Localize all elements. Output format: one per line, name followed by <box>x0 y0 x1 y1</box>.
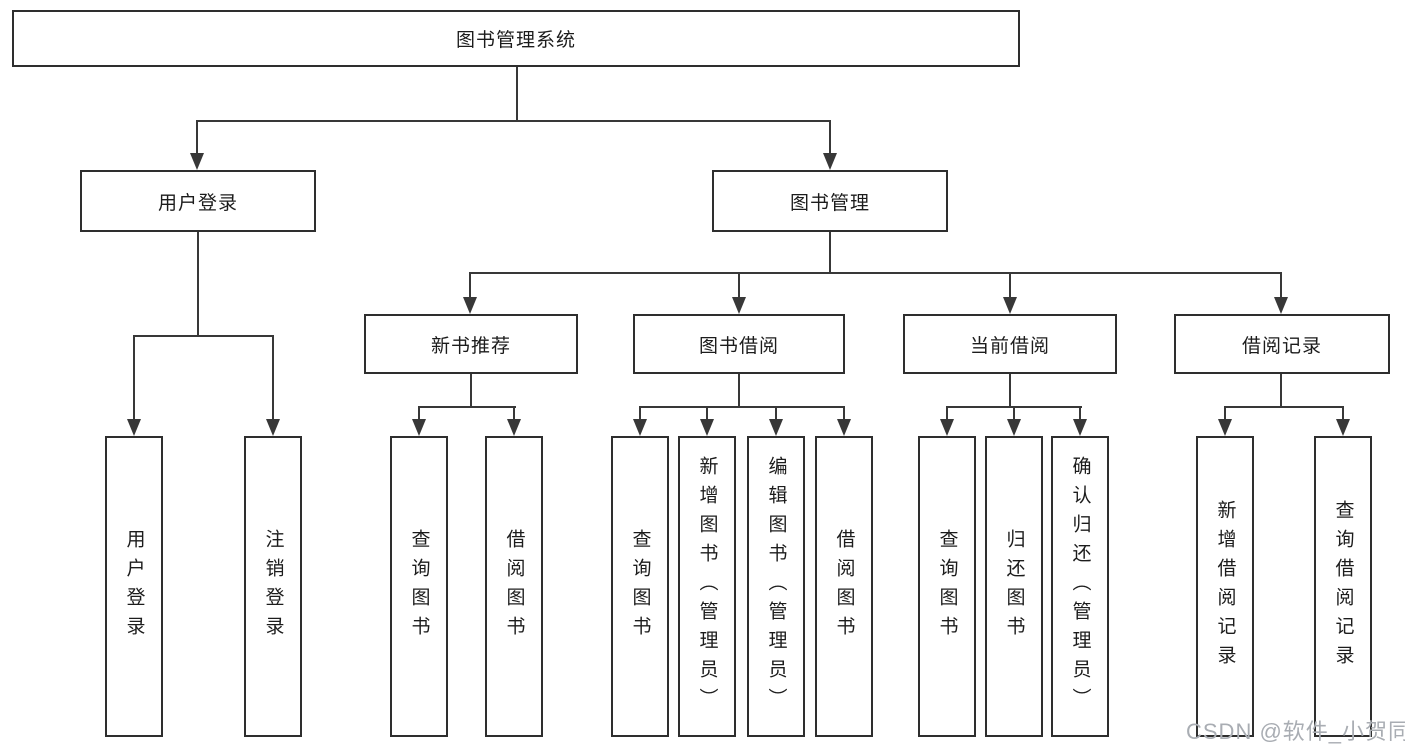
connector-line <box>196 120 831 122</box>
connector-line <box>469 272 1282 274</box>
leaf-query-books-current-label: 查询图书 <box>936 528 958 645</box>
leaf-edit-books-admin: 编辑图书（管理员） <box>747 436 805 737</box>
arrowhead <box>700 419 714 436</box>
leaf-add-books-admin: 新增图书（管理员） <box>678 436 736 737</box>
watermark: CSDN @软件_小贺同学 <box>1186 719 1405 744</box>
connector-line <box>1009 374 1011 408</box>
node-borrowing-records: 借阅记录 <box>1174 314 1390 374</box>
arrowhead <box>1007 419 1021 436</box>
connector-line <box>418 406 516 408</box>
arrowhead <box>1336 419 1350 436</box>
arrowhead <box>837 419 851 436</box>
leaf-query-borrow-record-label: 查询借阅记录 <box>1332 499 1354 674</box>
connector-line <box>469 272 471 298</box>
connector-line <box>829 232 831 274</box>
node-root: 图书管理系统 <box>12 10 1020 67</box>
arrowhead <box>940 419 954 436</box>
connector-line <box>1079 406 1081 420</box>
connector-line <box>1013 406 1015 420</box>
leaf-add-borrow-record: 新增借阅记录 <box>1196 436 1254 737</box>
leaf-add-books-admin-label: 新增图书（管理员） <box>696 456 718 717</box>
arrowhead <box>190 153 204 170</box>
leaf-return-books: 归还图书 <box>985 436 1043 737</box>
leaf-logout-label: 注销登录 <box>262 528 284 645</box>
leaf-confirm-return-admin-label: 确认归还（管理员） <box>1069 456 1091 717</box>
connector-line <box>133 335 135 420</box>
connector-line <box>1280 272 1282 298</box>
connector-line <box>843 406 845 420</box>
connector-line <box>706 406 708 420</box>
leaf-logout: 注销登录 <box>244 436 302 737</box>
leaf-edit-books-admin-label: 编辑图书（管理员） <box>765 456 787 717</box>
arrowhead <box>1274 297 1288 314</box>
connector-line <box>738 374 740 408</box>
arrowhead <box>1003 297 1017 314</box>
leaf-borrow-books: 借阅图书 <box>815 436 873 737</box>
connector-line <box>829 120 831 156</box>
arrowhead <box>412 419 426 436</box>
connector-line <box>1224 406 1344 408</box>
connector-line <box>639 406 845 408</box>
connector-line <box>738 272 740 298</box>
arrowhead <box>769 419 783 436</box>
node-new-book-recommendation-label: 新书推荐 <box>430 335 511 357</box>
leaf-return-books-label: 归还图书 <box>1003 528 1025 645</box>
arrowhead <box>633 419 647 436</box>
arrowhead <box>1073 419 1087 436</box>
leaf-query-borrow-record: 查询借阅记录 <box>1314 436 1372 737</box>
leaf-query-books-recommend: 查询图书 <box>390 436 448 737</box>
connector-line <box>1009 272 1011 298</box>
connector-line <box>1280 374 1282 408</box>
arrowhead <box>127 419 141 436</box>
connector-line <box>470 374 472 408</box>
node-book-borrowing: 图书借阅 <box>633 314 845 374</box>
connector-line <box>513 406 515 420</box>
node-book-management-label: 图书管理 <box>789 192 870 214</box>
leaf-query-books-current: 查询图书 <box>918 436 976 737</box>
connector-line <box>272 335 274 420</box>
node-user-login-label: 用户登录 <box>157 192 238 214</box>
arrowhead <box>463 297 477 314</box>
leaf-query-books-borrow-label: 查询图书 <box>629 528 651 645</box>
leaf-user-login-label: 用户登录 <box>123 528 145 645</box>
node-borrowing-records-label: 借阅记录 <box>1241 335 1322 357</box>
connector-line <box>197 232 199 337</box>
leaf-borrow-books-recommend: 借阅图书 <box>485 436 543 737</box>
arrowhead <box>507 419 521 436</box>
connector-line <box>418 406 420 420</box>
connector-line <box>639 406 641 420</box>
leaf-query-books-borrow: 查询图书 <box>611 436 669 737</box>
leaf-borrow-books-label: 借阅图书 <box>833 528 855 645</box>
connector-line <box>196 120 198 156</box>
connector-line <box>133 335 274 337</box>
connector-line <box>1224 406 1226 420</box>
leaf-confirm-return-admin: 确认归还（管理员） <box>1051 436 1109 737</box>
node-current-borrowing-label: 当前借阅 <box>969 335 1050 357</box>
leaf-borrow-books-recommend-label: 借阅图书 <box>503 528 525 645</box>
leaf-query-books-recommend-label: 查询图书 <box>408 528 430 645</box>
connector-line <box>775 406 777 420</box>
node-book-management: 图书管理 <box>712 170 948 232</box>
node-current-borrowing: 当前借阅 <box>903 314 1117 374</box>
arrowhead <box>823 153 837 170</box>
node-root-label: 图书管理系统 <box>455 30 576 51</box>
node-new-book-recommendation: 新书推荐 <box>364 314 578 374</box>
arrowhead <box>732 297 746 314</box>
node-user-login: 用户登录 <box>80 170 316 232</box>
arrowhead <box>266 419 280 436</box>
node-book-borrowing-label: 图书借阅 <box>698 335 779 357</box>
connector-line <box>946 406 948 420</box>
connector-line <box>516 67 518 122</box>
leaf-user-login: 用户登录 <box>105 436 163 737</box>
arrowhead <box>1218 419 1232 436</box>
connector-line <box>1342 406 1344 420</box>
leaf-add-borrow-record-label: 新增借阅记录 <box>1214 499 1236 674</box>
